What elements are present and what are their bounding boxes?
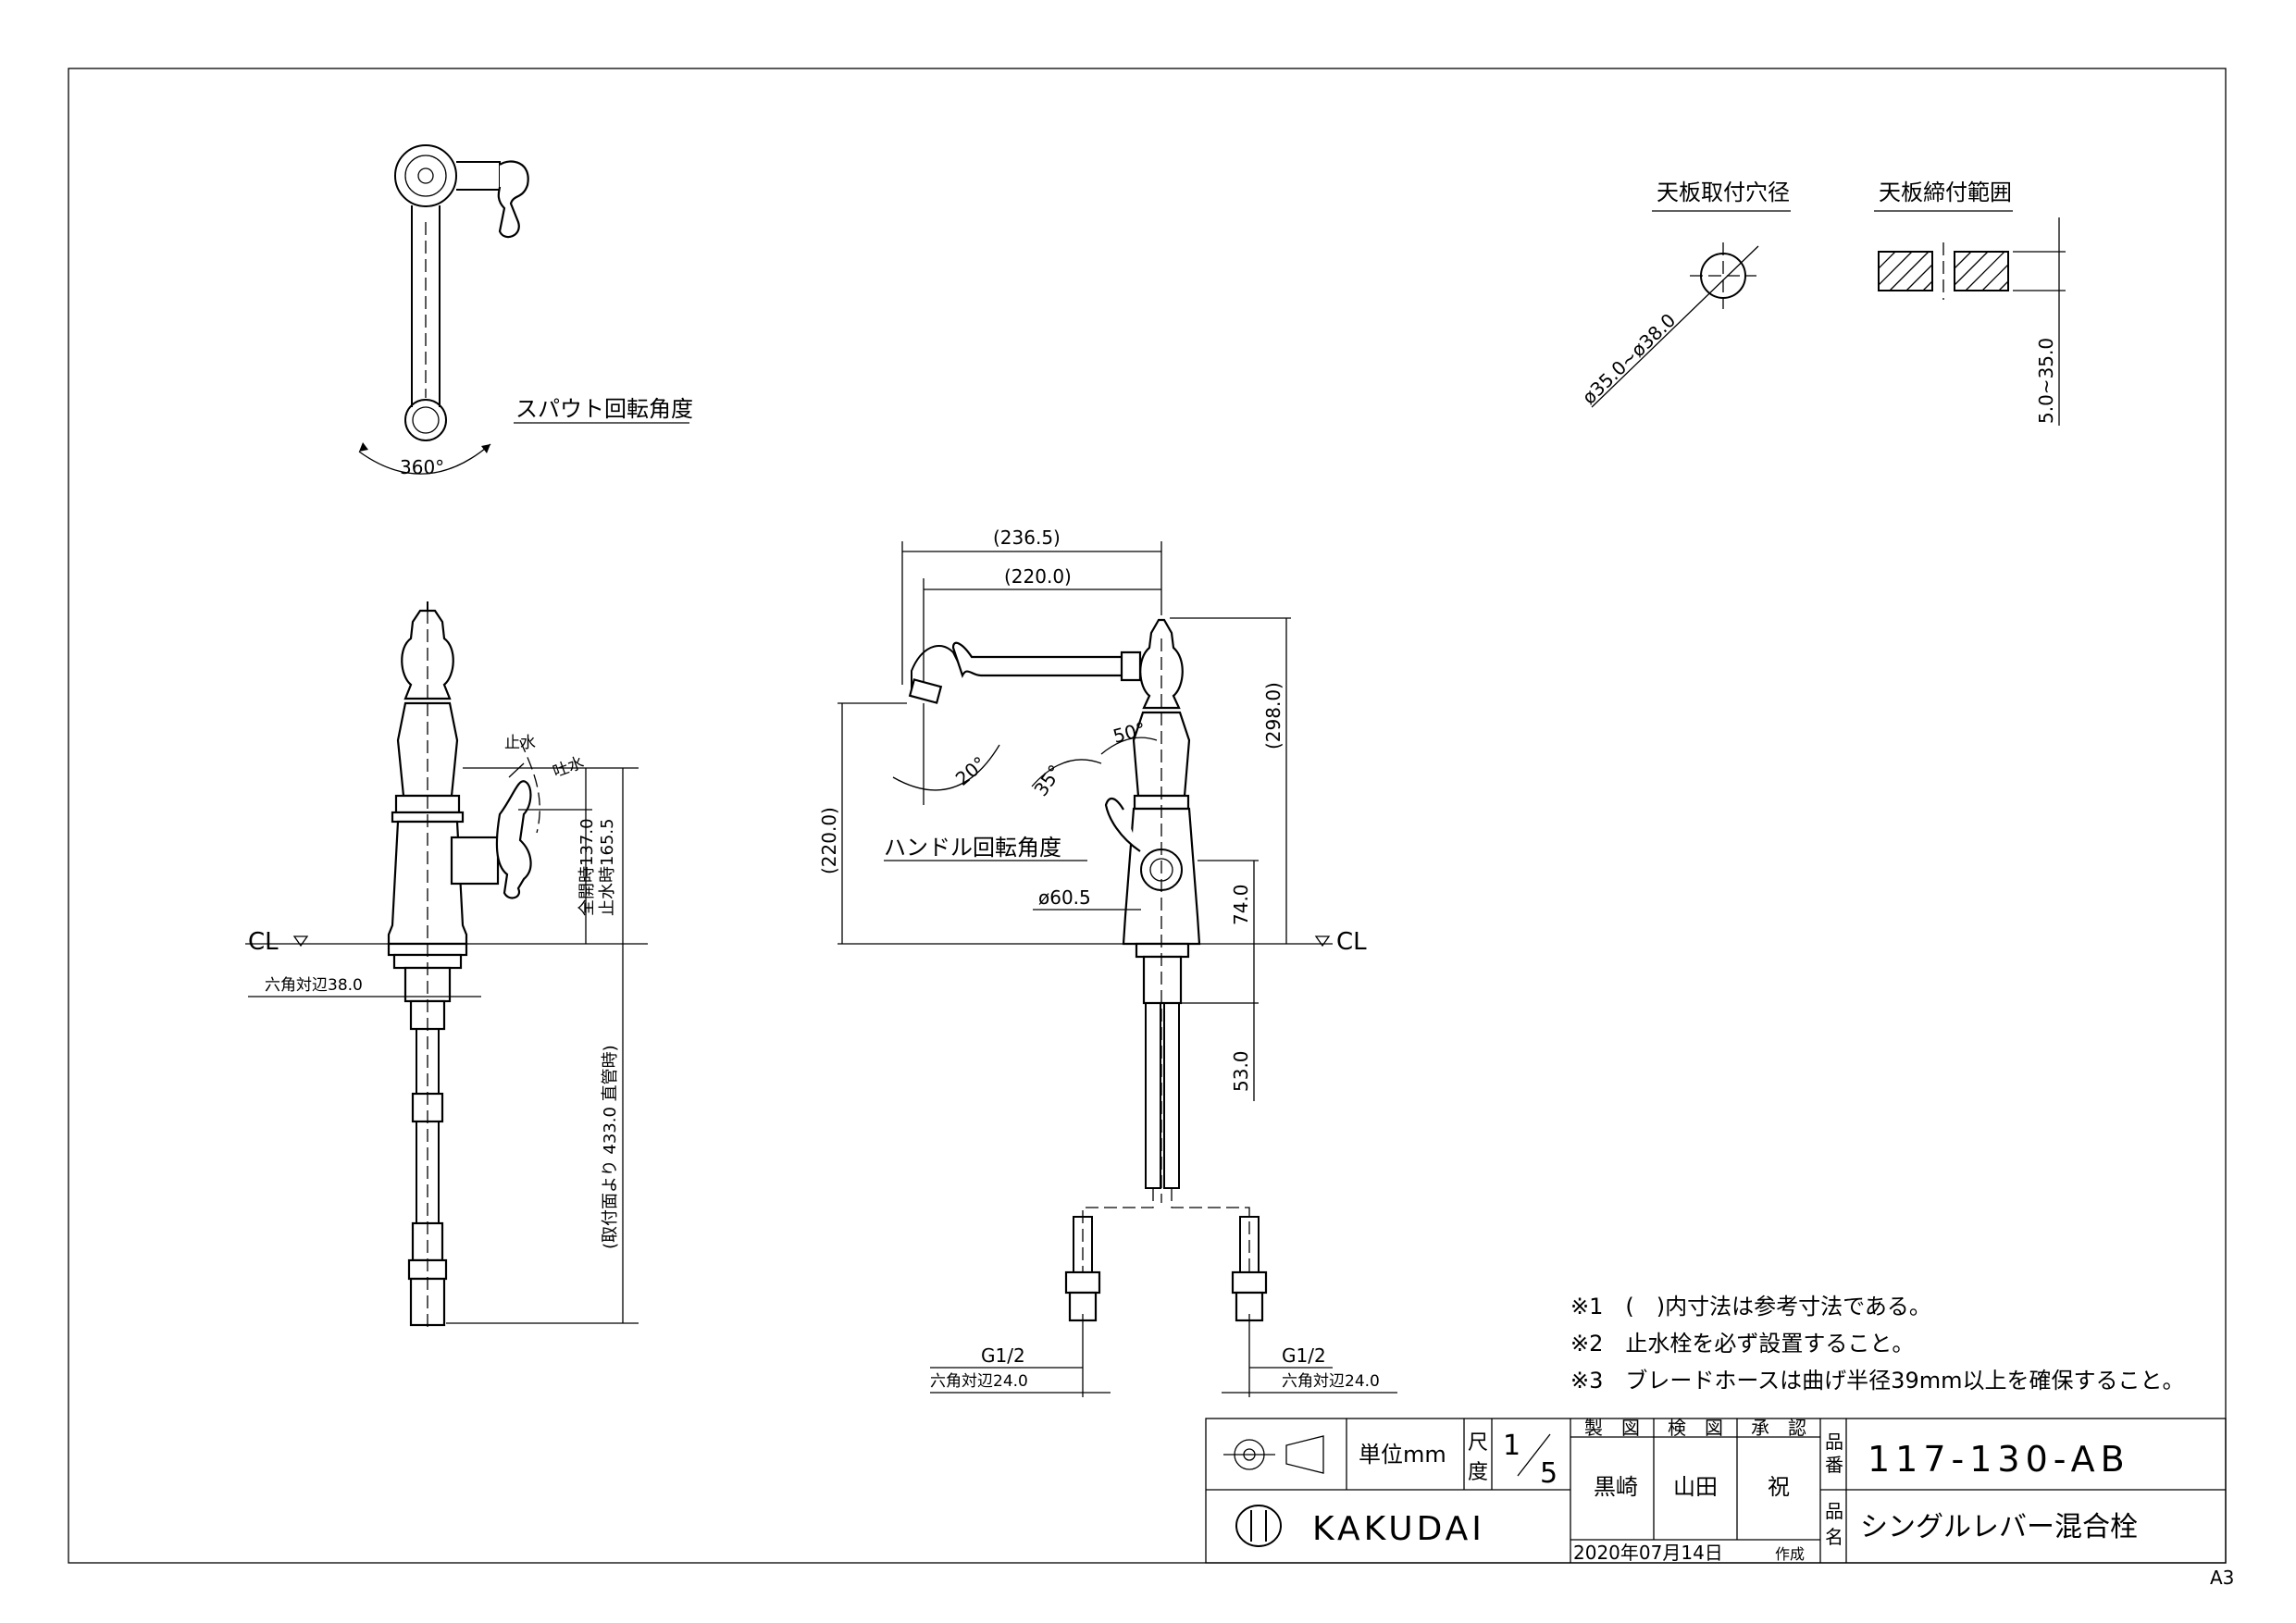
scale-label-1: 尺: [1468, 1431, 1488, 1455]
hose-length-dim: (取付面より 433.0 直管時): [601, 1045, 620, 1249]
dim-spout-height: (220.0): [818, 807, 840, 874]
front-view: [838, 541, 1397, 1397]
scale-label-2: 度: [1468, 1461, 1488, 1484]
front-cl-label: CL: [1336, 928, 1367, 956]
stop-dim: 止水時165.5: [598, 818, 617, 916]
title-block: [1205, 1418, 2227, 1564]
stop-label: 止水: [504, 734, 536, 752]
range-thickness: 5.0~35.0: [2035, 338, 2057, 424]
created-label: 作成: [1775, 1545, 1805, 1563]
range-title: 天板締付範囲: [1879, 180, 2012, 205]
angle-35: 35°: [1029, 761, 1066, 800]
note-3: ※3 ブレードホースは曲げ半径39mm以上を確保すること。: [1570, 1368, 2184, 1394]
scale-numerator: 1: [1503, 1430, 1520, 1462]
handle-rotation-label: ハンドル回転角度: [884, 835, 1061, 861]
hole-title: 天板取付穴径: [1657, 180, 1790, 205]
drawing-date: 2020年07月14日: [1573, 1542, 1723, 1564]
discharge-label: 吐水: [551, 753, 587, 781]
thread-left: G1/2: [981, 1344, 1025, 1367]
dim-53: 53.0: [1230, 1050, 1252, 1092]
hex-right: 六角対辺24.0: [1282, 1372, 1380, 1391]
hole-diameter: ø35.0~ø38.0: [1578, 309, 1680, 409]
brand-logo: KAKUDAI: [1312, 1510, 1485, 1548]
made-header: 製 図: [1584, 1417, 1640, 1439]
dim-total-height: (298.0): [1262, 682, 1285, 750]
side-hex-dim: 六角対辺38.0: [265, 976, 363, 995]
part-no-header-2: 番: [1825, 1454, 1843, 1476]
angle-20: 20°: [951, 752, 991, 790]
dim-body-diameter: ø60.5: [1038, 886, 1091, 909]
range-detail: [1874, 210, 2066, 426]
hex-left: 六角対辺24.0: [930, 1372, 1028, 1391]
sheet-size: A3: [2210, 1567, 2234, 1589]
open-dim: 全開時137.0: [577, 818, 597, 916]
approved-by: 祝: [1768, 1474, 1790, 1500]
spout-rotation-angle: 360°: [400, 456, 444, 478]
part-no-header-1: 品: [1825, 1431, 1843, 1453]
part-name-header-1: 品: [1825, 1500, 1843, 1522]
sheet-border: [68, 68, 2227, 1564]
dim-74: 74.0: [1230, 884, 1252, 925]
part-name-header-2: 名: [1825, 1526, 1843, 1548]
side-view: [245, 601, 648, 1332]
spout-rotation-label: スパウト回転角度: [515, 396, 693, 422]
part-name: シングルレバー混合栓: [1860, 1511, 2138, 1543]
hole-detail: [1591, 210, 1791, 408]
dim-total-width: (236.5): [993, 527, 1061, 549]
approved-header: 承 認: [1751, 1417, 1806, 1439]
unit-label: 単位mm: [1359, 1442, 1446, 1468]
note-1: ※1 ( )内寸法は参考寸法である。: [1570, 1294, 1931, 1319]
dim-spout-width: (220.0): [1004, 565, 1072, 588]
checked-by: 山田: [1673, 1474, 1718, 1500]
thread-right: G1/2: [1282, 1344, 1326, 1367]
checked-header: 検 図: [1668, 1417, 1723, 1439]
part-number: 117-130-AB: [1868, 1439, 2130, 1480]
made-by: 黒崎: [1594, 1474, 1638, 1500]
side-cl-label: CL: [248, 928, 279, 956]
note-2: ※2 止水栓を必ず設置すること。: [1570, 1331, 1914, 1357]
scale-denominator: 5: [1540, 1457, 1558, 1490]
top-view: [358, 144, 689, 475]
